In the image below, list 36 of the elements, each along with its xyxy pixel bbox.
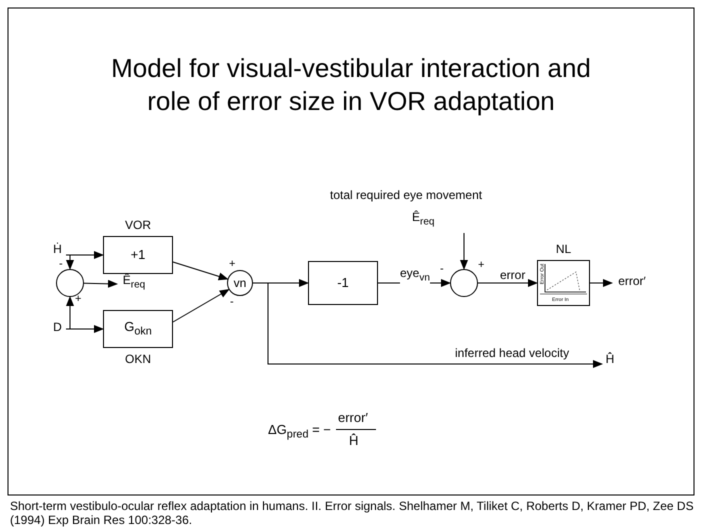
equation-term: error′ (338, 410, 368, 426)
summing-junction: vn (227, 270, 253, 296)
sign-label: - (230, 296, 234, 310)
block-box (308, 261, 378, 305)
signal-arrow (460, 232, 468, 270)
block-gain: +1 (130, 247, 146, 263)
sign-label: - (440, 263, 444, 276)
signal-arrow (66, 296, 74, 330)
slide-title: Model for visual-vestibular interaction and role of error size in VOR adaptation (110, 52, 592, 117)
signal-arrow (590, 279, 613, 287)
signal-symbol: Ê$_{req}$ (117, 273, 151, 295)
signal-description: total required eye movement (330, 188, 482, 202)
block-gain: G$_{okn}$ (124, 319, 152, 339)
equation-term: Ḣ̂ (349, 433, 358, 449)
signal-symbol: Ḣ̂ (602, 352, 618, 376)
block-gain: -1 (337, 275, 349, 291)
block-name: OKN (124, 352, 152, 366)
signal-arrow (66, 254, 74, 270)
summing-junction (450, 269, 478, 297)
sign-label: + (75, 293, 82, 306)
signal-symbol: D (49, 320, 66, 338)
signal-arrow (172, 289, 230, 322)
edge-label: inferred head velocity (455, 346, 570, 360)
signal-symbol: error′ (612, 274, 652, 292)
signal-arrow (84, 280, 118, 288)
signal-arrow (172, 262, 229, 280)
sign-label: - (59, 258, 63, 272)
sign-label: + (229, 258, 236, 272)
block-name: NL (554, 242, 572, 256)
citation-caption: Short-term vestibulo-ocular reflex adaptation in humans. II. Error signals. Shelhamer M, Tiliket C, Roberts D, Kramer PD, Zee DS (1994) Exp Brain Res 100:328-36. (10, 499, 694, 528)
signal-symbol: Ê$_{req}$ (412, 210, 434, 228)
block-name: VOR (124, 218, 152, 232)
summing-junction (56, 269, 84, 297)
signal-arrow (478, 279, 538, 287)
sign-label: + (478, 259, 484, 272)
equation-term: ΔG$_{pred}$ = − (268, 422, 331, 442)
